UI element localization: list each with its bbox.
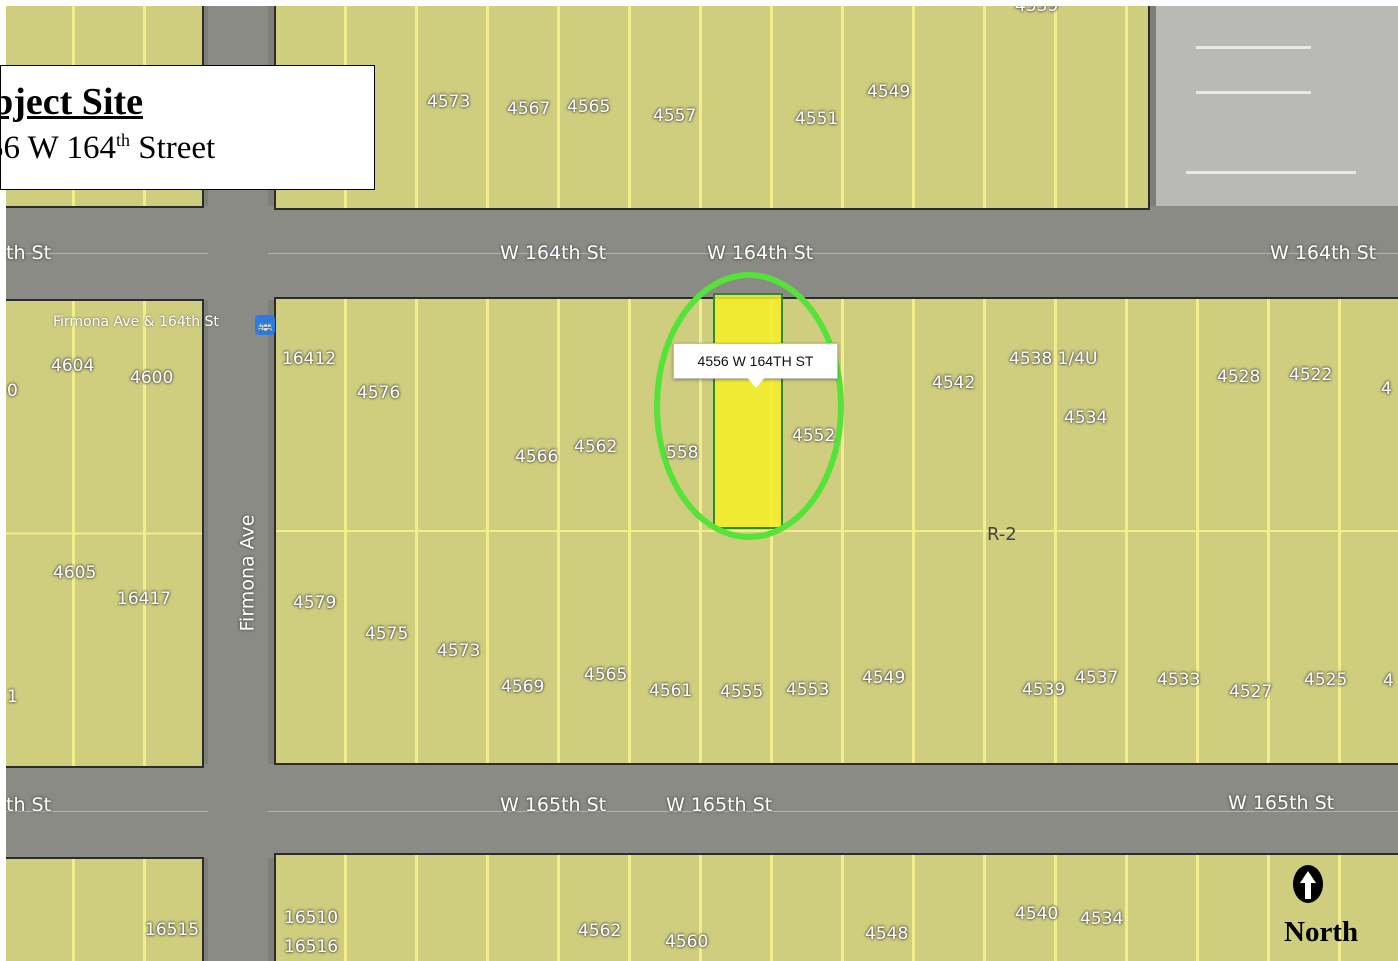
legend-address-number: 56 W 164 [1,130,116,166]
parcel-number: 4528 [1217,367,1261,387]
parcel-number: 4522 [1289,365,1333,385]
parcel-number: 0 [7,381,18,401]
parcel-number: 4604 [51,356,95,376]
parcel-number: 4542 [932,373,976,393]
parcel-number: 4567 [507,99,551,119]
parcel-popup-pointer [746,376,766,388]
parcel-number: 4534 [1080,909,1124,929]
parcel-number: 4600 [130,368,174,388]
parcel-number: 4534 [1064,408,1108,428]
parcel-number: 16510 [284,908,339,928]
street-label-w-164th-left: th St [6,242,52,264]
street-label-w-165th-left: th St [6,794,52,816]
parcel-number: 4 [1383,671,1394,691]
parcel-popup[interactable]: 4556 W 164TH ST [673,343,838,379]
parcel-number: 4539 [1015,6,1059,16]
parcel-number: 4 [1381,379,1392,399]
parking-stall-row [1196,91,1311,94]
parcel-number: 4551 [795,109,839,129]
parcel-number: 4566 [515,447,559,467]
north-arrow-icon [1293,865,1323,903]
parcel-number: 4562 [574,437,618,457]
parcel-number: 4553 [786,680,830,700]
legend-address: 56 W 164th Street [1,130,216,167]
parcel-number: 16412 [282,349,337,369]
parcel-number: 4539 [1022,680,1066,700]
parcel-number: 4537 [1075,668,1119,688]
legend-title: ubject Site [1,81,144,123]
street-label-w-164th: W 164th St [500,242,607,264]
parcel-number: 4573 [437,641,481,661]
parcel-block-bottom-main [274,853,1398,961]
bus-stop-icon[interactable]: 🚌 [255,315,275,335]
parking-stall-row [1186,171,1356,174]
parcel-number: 4549 [862,668,906,688]
parcel-number: 4575 [365,624,409,644]
subject-site-circle [654,272,844,540]
parcel-number: 16515 [145,920,200,940]
parcel-number: 4533 [1157,670,1201,690]
w-165th-street-centerline [6,811,1398,812]
parcel-number: 4579 [293,593,337,613]
parcel-number: 4538 1/4U [1009,349,1098,369]
w-164th-street-centerline [6,253,1398,254]
parcel-number: 4569 [501,677,545,697]
parcel-number: 16417 [117,589,172,609]
street-label-w-164th-right: W 164th St [1270,242,1377,264]
parcel-number: 558 [666,443,699,463]
parcel-number: 4565 [567,97,611,117]
north-label: North [1284,916,1359,948]
parcel-number: 4557 [653,106,697,126]
street-label-w-165th: W 165th St [500,794,607,816]
parcel-number: 4540 [1015,904,1059,924]
aerial-parcel-map[interactable]: th St W 164th St W 164th St W 164th St t… [6,6,1398,961]
street-label-w-165th: W 165th St [666,794,773,816]
parcel-number: 4561 [649,681,693,701]
parcel-block-mid-main [274,297,1398,765]
parcel-number: 4552 [792,426,836,446]
parcel-block-mid-left [6,299,204,768]
legend-address-street: Street [129,130,216,166]
parcel-number: 4576 [357,383,401,403]
parcel-number: 4549 [867,82,911,102]
parcel-number: 4562 [578,921,622,941]
parcel-number: 1 [7,687,18,707]
parcel-number: 4555 [720,682,764,702]
zoning-label: R-2 [987,524,1017,545]
parcel-number: 4560 [665,932,709,952]
parcel-block-top-main [274,6,1150,210]
parcel-number: 4605 [53,563,97,583]
legend-address-ordinal: th [115,130,130,150]
parcel-number: 16516 [284,937,339,957]
parking-lot [1156,6,1398,206]
bus-stop-label: Firmona Ave & 164th St [53,314,219,330]
parking-stall-row [1196,46,1311,49]
street-label-w-164th: W 164th St [707,242,814,264]
subject-site-legend: ubject Site 56 W 164th Street [0,65,375,190]
street-label-firmona-ave: Firmona Ave [236,514,259,632]
parcel-number: 4565 [584,665,628,685]
parcel-number: 4527 [1229,682,1273,702]
parcel-number: 4573 [427,92,471,112]
street-label-w-165th-right: W 165th St [1228,792,1335,814]
parcel-block-bottom-left [6,857,204,961]
parcel-number: 4548 [865,924,909,944]
parcel-number: 4525 [1304,670,1348,690]
